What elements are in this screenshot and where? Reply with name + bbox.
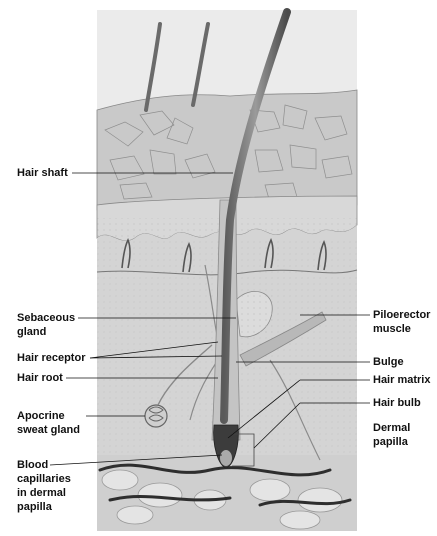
label-hair-receptor: Hair receptor xyxy=(16,352,86,365)
label-apocrine-line2: sweat gland xyxy=(16,424,81,437)
label-hair-root: Hair root xyxy=(16,372,64,385)
label-sebaceous-gland-line1: Sebaceous xyxy=(16,312,76,325)
label-blood-line2: capillaries xyxy=(16,473,72,486)
sebaceous-texture xyxy=(238,292,272,336)
label-sebaceous-gland-line2: gland xyxy=(16,326,47,339)
label-hair-bulb: Hair bulb xyxy=(372,397,422,410)
label-hair-shaft: Hair shaft xyxy=(16,167,69,180)
label-bulge: Bulge xyxy=(372,356,405,369)
epidermis-surface xyxy=(97,90,357,210)
label-hair-matrix: Hair matrix xyxy=(372,374,431,387)
label-blood-line1: Blood xyxy=(16,459,49,472)
label-dermal-papilla-line2: papilla xyxy=(372,436,409,449)
label-dermal-papilla-line1: Dermal xyxy=(372,422,411,435)
dermal-papilla-graphic xyxy=(220,450,232,466)
label-piloerector-line1: Piloerector xyxy=(372,309,431,322)
label-blood-line3: in dermal xyxy=(16,487,67,500)
label-piloerector-line2: muscle xyxy=(372,323,412,336)
label-apocrine-line1: Apocrine xyxy=(16,410,66,423)
label-blood-line4: papilla xyxy=(16,501,53,514)
